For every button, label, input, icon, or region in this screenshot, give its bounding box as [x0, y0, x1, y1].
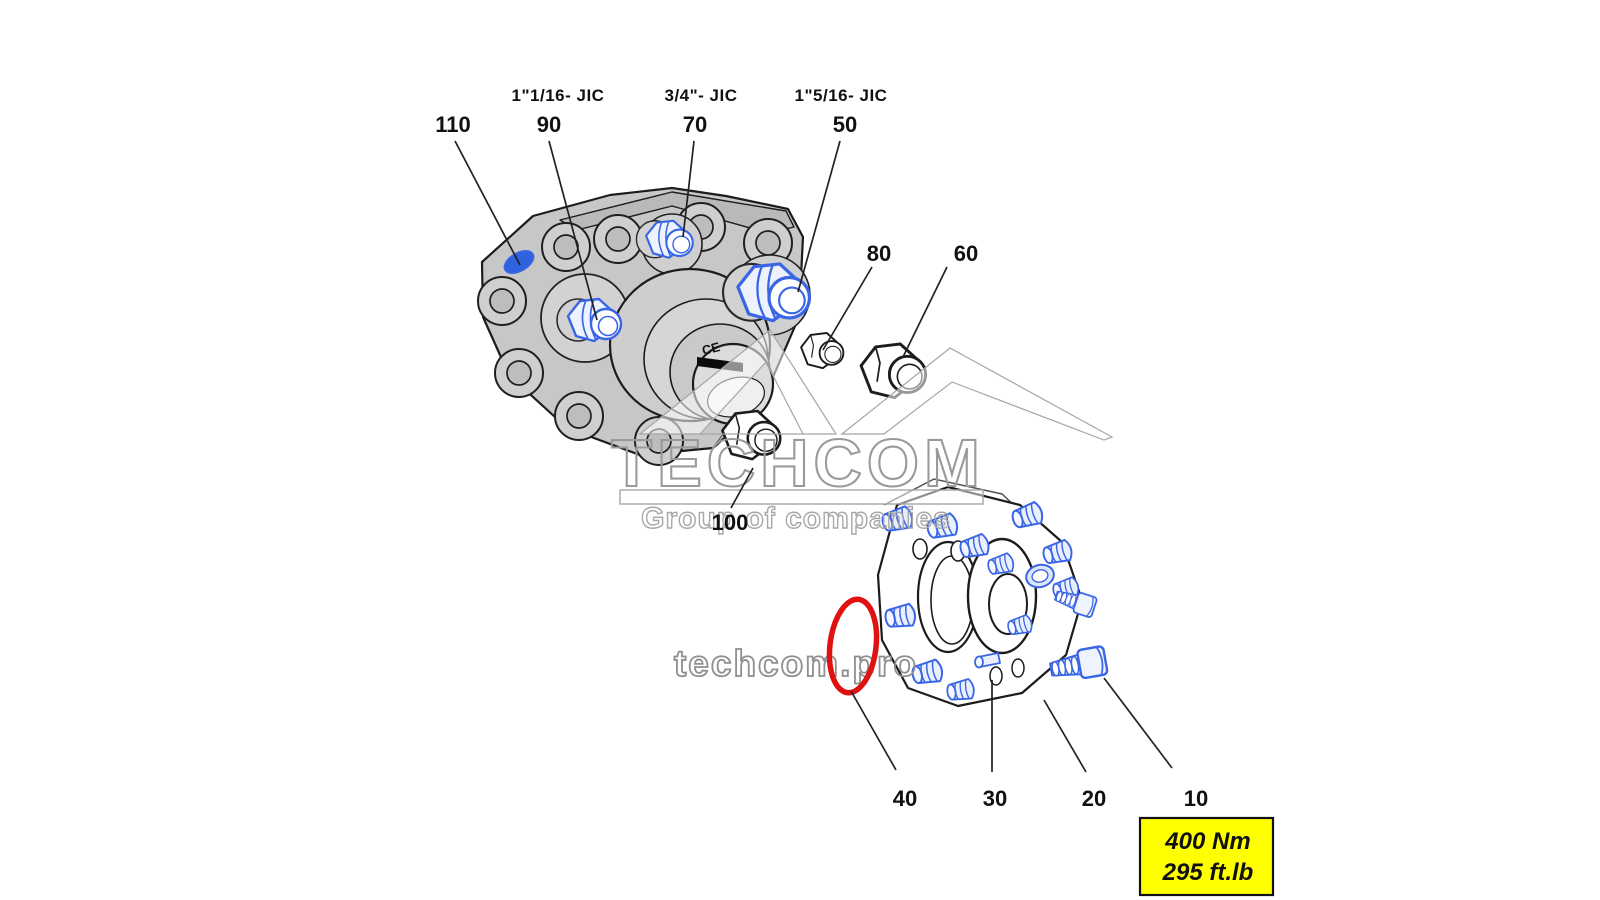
callout-80: 80: [867, 241, 891, 266]
o-ring-40-highlight: [826, 596, 880, 696]
torque-note: 400 Nm 295 ft.lb: [1138, 816, 1275, 897]
port-label-90: 1"1/16- JIC: [512, 86, 605, 105]
bolt-boss: [477, 276, 527, 326]
watermark-site: techcom.pro: [674, 643, 918, 684]
callout-90: 90: [537, 112, 561, 137]
part-number-callouts: 110 90 70 50 80 60 100 40 30 20 10: [435, 112, 1208, 811]
callout-30: 30: [983, 786, 1007, 811]
callout-50: 50: [833, 112, 857, 137]
callout-40: 40: [893, 786, 917, 811]
mounting-flange: [876, 478, 1110, 708]
watermark-subtitle: Group of companies: [641, 502, 951, 535]
callout-70: 70: [683, 112, 707, 137]
bolt-boss: [554, 391, 604, 441]
leader-lines: [454, 140, 1173, 773]
port-label-70: 3/4"- JIC: [664, 86, 737, 105]
watermark-brand: TECHCOM: [611, 426, 985, 501]
socket-plug: [1025, 563, 1055, 589]
roll-pin-30: [974, 652, 1001, 669]
port-size-labels: 1"1/16- JIC 3/4"- JIC 1"5/16- JIC: [512, 86, 888, 105]
bolt-boss: [494, 348, 544, 398]
watermark-logo: TECHCOM Group of companies: [610, 329, 1114, 536]
callout-100: 100: [712, 510, 749, 535]
callout-60: 60: [954, 241, 978, 266]
torque-imperial: 295 ft.lb: [1162, 859, 1254, 886]
bolt-boss: [593, 214, 643, 264]
callout-20: 20: [1082, 786, 1106, 811]
callout-10: 10: [1184, 786, 1208, 811]
port-label-50: 1"5/16- JIC: [795, 86, 888, 105]
torque-metric: 400 Nm: [1164, 828, 1250, 855]
pump-body: CE: [477, 186, 812, 466]
callout-110: 110: [435, 112, 471, 137]
hex-plug-80: [800, 332, 845, 370]
ce-mark: CE: [700, 339, 721, 358]
